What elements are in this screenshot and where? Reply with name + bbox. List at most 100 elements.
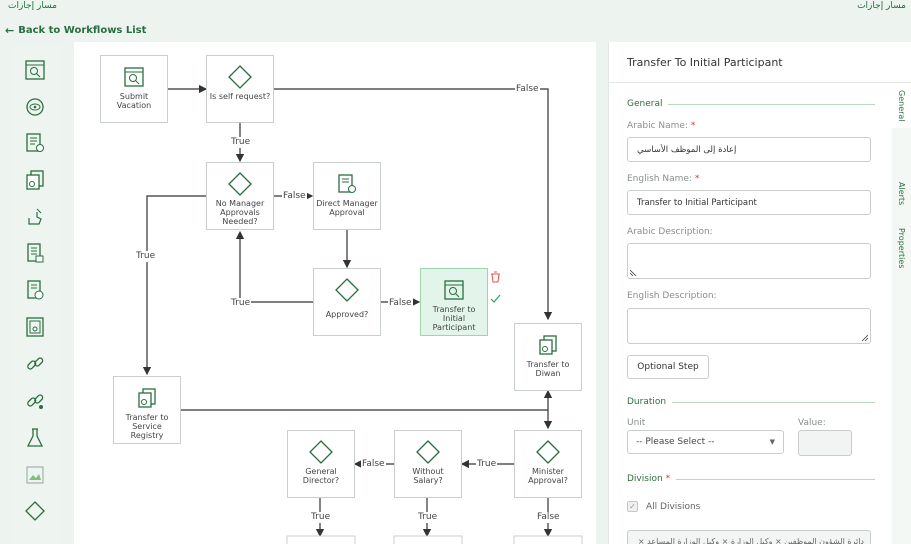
node-submit-vacation[interactable]: Submit Vacation [100, 55, 168, 123]
edge-label-false: False [388, 298, 413, 309]
divider [609, 82, 911, 83]
workflow-title-left: مسار إجازات [8, 1, 57, 11]
diamond-gateway-icon[interactable] [24, 500, 46, 522]
node-label: Transfer to Initial Participant [432, 305, 476, 332]
unit-select[interactable]: -- Please Select -- ▼ [627, 430, 784, 454]
node-no-manager-approvals[interactable]: No Manager Approvals Needed? [206, 162, 274, 230]
toolbox [12, 44, 62, 544]
diamond-icon [536, 440, 560, 464]
back-label: Back to Workflows List [18, 25, 147, 36]
eye-target-icon[interactable] [24, 96, 46, 118]
tab-alerts[interactable]: Alerts [897, 182, 906, 206]
diamond-icon [309, 440, 333, 464]
hand-task-icon[interactable] [24, 206, 46, 228]
node-label: Is self request? [209, 92, 271, 101]
check-confirm-icon[interactable] [490, 289, 502, 308]
edge-label-false: False [536, 512, 561, 523]
trash-icon[interactable] [490, 268, 502, 287]
node-label: Transfer to Service Registry [125, 413, 169, 440]
panel-tabs: General Alerts Properties [892, 83, 911, 544]
transfer-copy-icon[interactable] [24, 169, 46, 191]
english-description-field[interactable] [627, 308, 871, 344]
script-list-icon[interactable] [24, 242, 46, 264]
section-label: Duration [627, 397, 667, 407]
node-actions [490, 268, 502, 308]
division-multiselect[interactable]: دائرة الشؤون الموظفين × وكيل الوزارة × و… [627, 530, 871, 544]
checkbox-checked-icon: ✓ [627, 501, 638, 512]
node-transfer-diwan[interactable]: Transfer to Diwan [514, 323, 582, 391]
edge-label-true: True [230, 298, 252, 309]
edge-label-false: False [282, 191, 307, 202]
transfer-copy-icon [536, 333, 560, 357]
node-label: Submit Vacation [116, 92, 152, 110]
diamond-icon [335, 278, 359, 302]
broken-image-icon[interactable] [24, 464, 46, 486]
section-division: Division* [627, 474, 875, 484]
edge-label-false: False [515, 84, 540, 95]
resize-grip-icon[interactable] [861, 334, 868, 341]
diamond-icon [228, 172, 252, 196]
all-divisions-label: All Divisions [646, 501, 701, 512]
top-bar: مسار إجازات مسار إجازات [0, 0, 911, 14]
document-check-icon[interactable] [24, 132, 46, 154]
node-transfer-initial-participant[interactable]: Transfer to Initial Participant [420, 268, 488, 336]
diagram-canvas[interactable]: False True False True True False False T… [74, 42, 596, 544]
edge-label-true: True [310, 512, 332, 523]
arabic-description-field[interactable] [627, 243, 871, 279]
unit-select-value: -- Please Select -- [636, 437, 715, 447]
value-label: Value: [798, 418, 826, 428]
arrow-left-icon: ← [5, 24, 15, 37]
search-window-icon[interactable] [24, 59, 46, 81]
resize-grip-icon[interactable] [630, 269, 637, 276]
edge-label-true: True [417, 512, 439, 523]
unit-label: Unit [627, 418, 646, 428]
document-check-icon [335, 172, 359, 196]
english-name-label: English Name: * [627, 174, 700, 184]
arabic-description-label: Arabic Description: [627, 227, 713, 237]
node-approved[interactable]: Approved? [313, 268, 381, 336]
diamond-icon [416, 440, 440, 464]
panel-title: Transfer To Initial Participant [627, 56, 783, 69]
node-label: Without Salary? [412, 467, 444, 485]
section-duration: Duration [627, 397, 875, 407]
duration-value-field [798, 430, 852, 456]
node-label: No Manager Approvals Needed? [215, 199, 265, 226]
node-general-director[interactable]: General Director? [287, 430, 355, 498]
tab-general[interactable]: General [892, 83, 911, 128]
flask-icon[interactable] [24, 427, 46, 449]
link-chain-icon[interactable] [24, 353, 46, 375]
script-clock-icon[interactable] [24, 279, 46, 301]
diamond-icon [228, 65, 252, 89]
english-name-field[interactable]: Transfer to Initial Participant [627, 190, 871, 215]
edge-label-true: True [230, 137, 252, 148]
back-to-workflows-link[interactable]: ← Back to Workflows List [5, 24, 146, 37]
link-chain-alt-icon[interactable] [24, 390, 46, 412]
search-window-icon [122, 65, 146, 89]
framed-document-icon[interactable] [24, 316, 46, 338]
node-label: Direct Manager Approval [316, 199, 378, 217]
english-description-label: English Description: [627, 291, 717, 301]
node-direct-manager-approval[interactable]: Direct Manager Approval [313, 162, 381, 230]
all-divisions-checkbox[interactable]: ✓ All Divisions [627, 501, 700, 512]
edge-label-false: False [361, 459, 386, 470]
chevron-down-icon: ▼ [769, 438, 775, 446]
edge-label-true: True [135, 251, 157, 262]
node-minister-approval[interactable]: Minister Approval? [514, 430, 582, 498]
workflow-title-right: مسار إجازات [857, 1, 906, 11]
node-label: Transfer to Diwan [526, 360, 570, 378]
node-transfer-service-registry[interactable]: Transfer to Service Registry [113, 376, 181, 444]
node-label: Approved? [325, 310, 369, 319]
node-without-salary[interactable]: Without Salary? [394, 430, 462, 498]
arabic-name-label: Arabic Name: * [627, 121, 696, 131]
arabic-name-field[interactable]: إعادة إلى الموظف الأساسي [627, 137, 871, 162]
section-general: General [627, 99, 875, 109]
node-is-self-request[interactable]: Is self request? [206, 55, 274, 123]
search-window-icon [442, 278, 466, 302]
optional-step-button[interactable]: Optional Step [627, 355, 709, 379]
node-label: Minister Approval? [528, 467, 568, 485]
edge-label-true: True [476, 459, 498, 470]
tab-properties[interactable]: Properties [897, 227, 906, 269]
section-label: Division [627, 474, 663, 484]
properties-panel: Transfer To Initial Participant General … [608, 42, 911, 544]
section-label: General [627, 99, 663, 109]
